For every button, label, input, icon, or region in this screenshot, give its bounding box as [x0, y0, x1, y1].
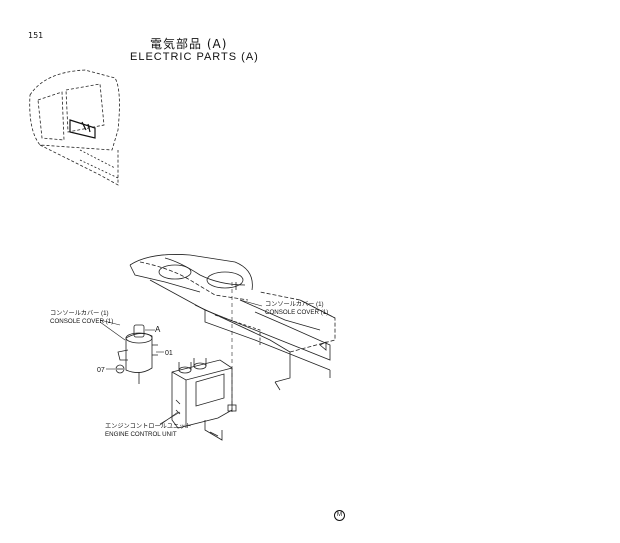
console-cover-right-label-jp: コンソールカバー (1) [265, 301, 324, 308]
console-cover-left-label-en: CONSOLE COVER (1) [50, 318, 114, 325]
console-cover-left-label-jp: コンソールカバー (1) [50, 310, 109, 317]
engine-control-unit [159, 358, 233, 441]
console-cover-part [99, 319, 164, 384]
console-cover-right-label-en: CONSOLE COVER (1) [265, 309, 329, 316]
console-frame [129, 254, 336, 412]
cab-overview-thumbnail [29, 69, 120, 186]
title-japanese: 電気部品 (A) [150, 37, 228, 51]
leader-lines [99, 299, 263, 426]
ref-01-label: 01 [165, 350, 173, 357]
ref-a-label: A [155, 325, 161, 334]
ref-07-label: 07 [97, 367, 105, 374]
ecu-label-en: ENGINE CONTROL UNIT [105, 431, 177, 438]
ecu-label-jp: エンジンコントロールユニット [105, 423, 192, 430]
title-english: ELECTRIC PARTS (A) [130, 51, 259, 63]
circled-mark: M [334, 510, 345, 521]
page-number: 151 [28, 31, 44, 40]
bolt-07 [106, 364, 125, 374]
